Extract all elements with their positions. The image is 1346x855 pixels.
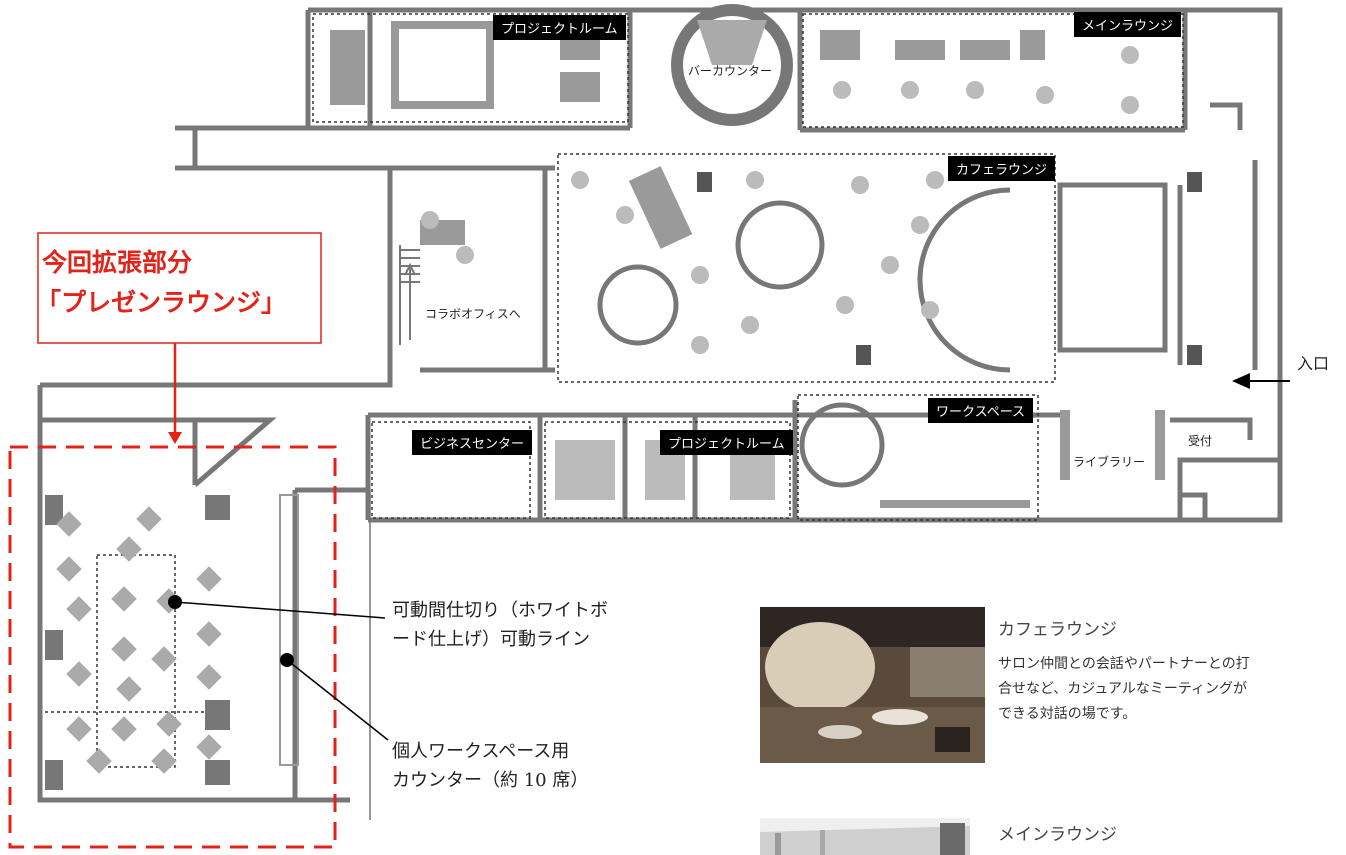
cafe-lounge-card-description: サロン仲間との会話やパートナーとの打合せなど、カジュアルなミーティングができる対… xyxy=(998,656,1250,722)
label-collab-office: コラボオフィスへ xyxy=(425,307,521,321)
cafe-round-tables xyxy=(597,187,1011,488)
label-main-lounge: メインラウンジ xyxy=(1074,12,1182,37)
label-library: ライブラリー xyxy=(1073,455,1146,469)
callout-line-1: 今回拡張部分 xyxy=(42,248,193,277)
label-project-room-top: プロジェクトルーム xyxy=(493,15,626,40)
main-lounge-photo xyxy=(760,818,970,855)
partition-marker-dot xyxy=(168,595,182,609)
label-bar-counter: バーカウンター xyxy=(688,64,773,78)
cafe-lounge-photo xyxy=(760,607,985,763)
cafe-photo-image xyxy=(760,607,985,763)
main-lounge-photo-image xyxy=(760,818,970,855)
entrance-arrow xyxy=(1232,373,1290,389)
label-reception: 受付 xyxy=(1188,434,1213,448)
expansion-area-outline xyxy=(8,445,337,849)
room-outlines xyxy=(45,13,1184,768)
partition-annotation-line-2: ード仕上げ）可動ライン xyxy=(392,629,590,650)
label-entrance: 入口 xyxy=(1297,354,1330,373)
leader-lines xyxy=(174,601,389,741)
partition-annotation-line-1: 可動間仕切り（ホワイトボ xyxy=(392,600,608,621)
callout-title: 今回拡張部分 「プレゼンラウンジ」 xyxy=(36,243,286,323)
label-cafe-lounge: カフェラウンジ xyxy=(948,156,1056,181)
main-lounge-card-title: メインラウンジ xyxy=(998,825,1117,845)
bar-counter-shape xyxy=(671,4,793,126)
callout-line-2: 「プレゼンラウンジ」 xyxy=(36,288,287,317)
counter-annotation: 個人ワークスペース用 カウンター（約 10 席） xyxy=(392,737,588,795)
stairs xyxy=(399,245,420,345)
counter-annotation-line-1: 個人ワークスペース用 xyxy=(392,741,570,762)
cafe-lounge-card-title: カフェラウンジ xyxy=(998,620,1117,640)
counter-marker-dot xyxy=(280,653,294,667)
label-workspace: ワークスペース xyxy=(928,398,1034,423)
counter-annotation-line-2: カウンター（約 10 席） xyxy=(392,770,589,791)
label-project-room-bottom: プロジェクトルーム xyxy=(660,430,793,455)
partition-annotation: 可動間仕切り（ホワイトボ ード仕上げ）可動ライン xyxy=(392,596,608,654)
cafe-small-tables xyxy=(421,46,1139,354)
lounge-tables xyxy=(56,506,222,774)
label-business-center: ビジネスセンター xyxy=(412,430,533,455)
callout-arrow xyxy=(168,343,182,444)
callout-box xyxy=(37,232,322,344)
